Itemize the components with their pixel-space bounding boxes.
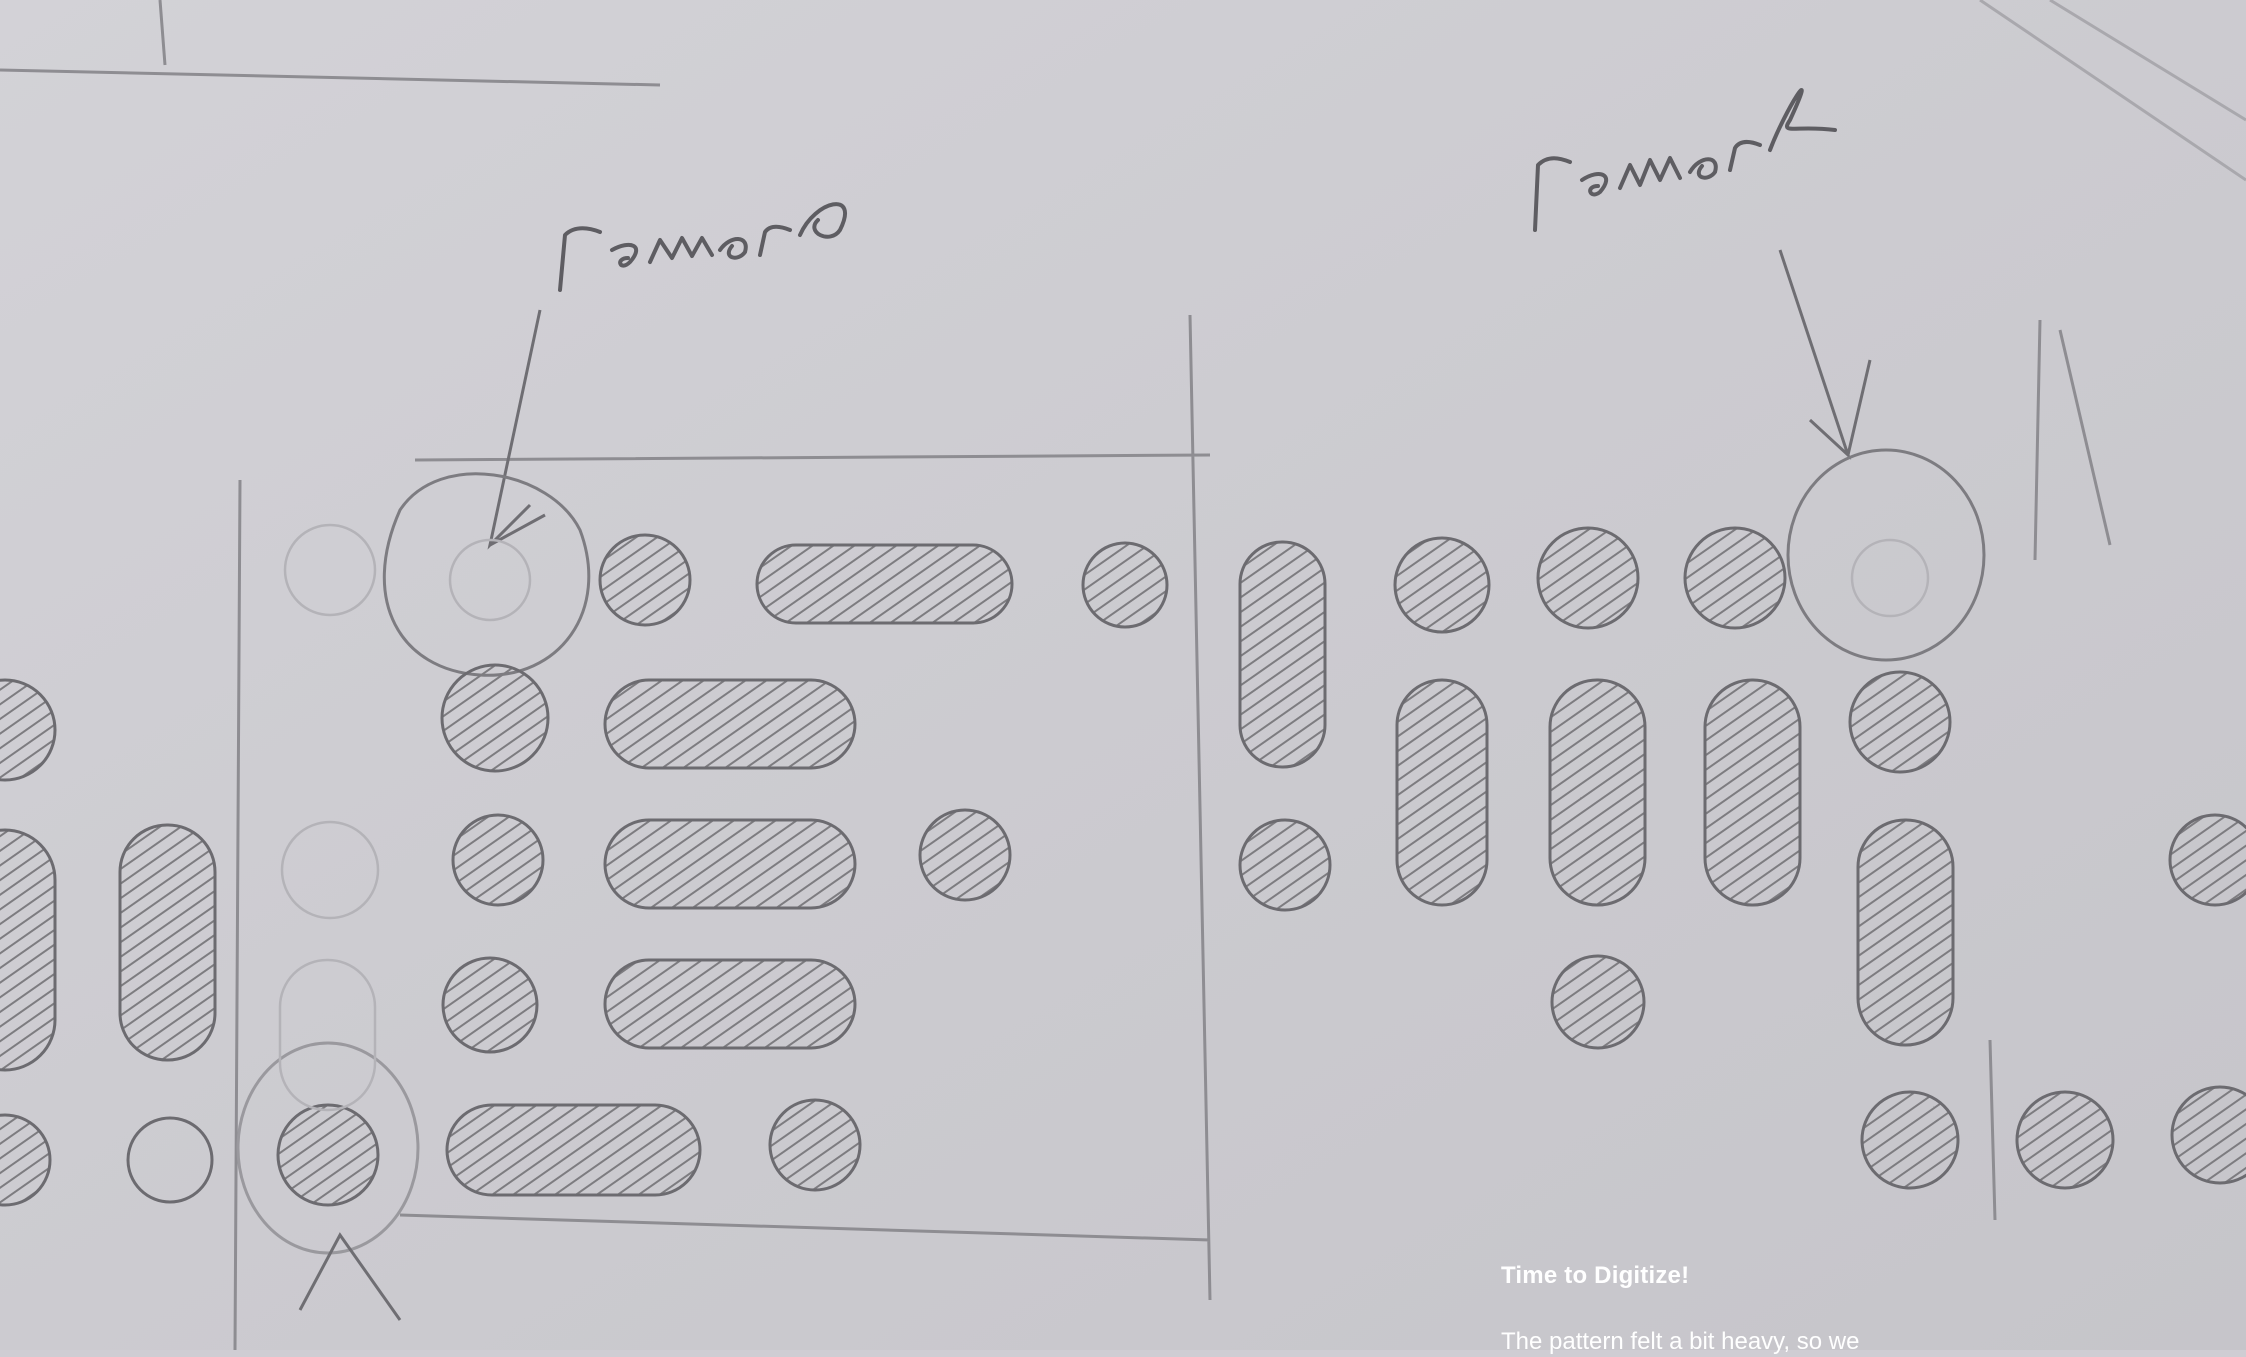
hatched-pill bbox=[120, 825, 215, 1060]
hatched-dot bbox=[1083, 543, 1167, 627]
hatched-dot bbox=[1538, 528, 1638, 628]
hatched-pill bbox=[605, 680, 855, 768]
hatched-dot bbox=[1552, 956, 1644, 1048]
hatched-pill bbox=[1550, 680, 1645, 905]
hatched-dot bbox=[600, 535, 690, 625]
hatched-dot bbox=[1850, 672, 1950, 772]
caption-body: The pattern felt a bit heavy, so we bbox=[1501, 1326, 2021, 1357]
caption-title: Time to Digitize! bbox=[1501, 1262, 2021, 1290]
hatched-pill bbox=[0, 830, 55, 1070]
hatched-pill bbox=[757, 545, 1012, 623]
hatched-pill bbox=[447, 1105, 700, 1195]
hatched-dot bbox=[443, 958, 537, 1052]
hatched-dot bbox=[1395, 538, 1489, 632]
hatched-dot bbox=[278, 1105, 378, 1205]
hatched-pill bbox=[605, 820, 855, 908]
hatched-dot bbox=[442, 665, 548, 771]
hatched-dot bbox=[1862, 1092, 1958, 1188]
hatched-dot bbox=[2017, 1092, 2113, 1188]
hatched-dot bbox=[770, 1100, 860, 1190]
hatched-dot bbox=[1240, 820, 1330, 910]
caption-overlay: Time to Digitize! The pattern felt a bit… bbox=[1501, 1262, 2021, 1357]
hatched-pill bbox=[1240, 542, 1325, 767]
hatched-dot bbox=[1685, 528, 1785, 628]
hatched-pill bbox=[1397, 680, 1487, 905]
hatched-pill bbox=[1858, 820, 1953, 1045]
hatched-dot bbox=[2170, 815, 2246, 905]
hatched-dot bbox=[453, 815, 543, 905]
hatched-dot bbox=[920, 810, 1010, 900]
hatched-pill bbox=[605, 960, 855, 1048]
hatched-pill bbox=[1705, 680, 1800, 905]
